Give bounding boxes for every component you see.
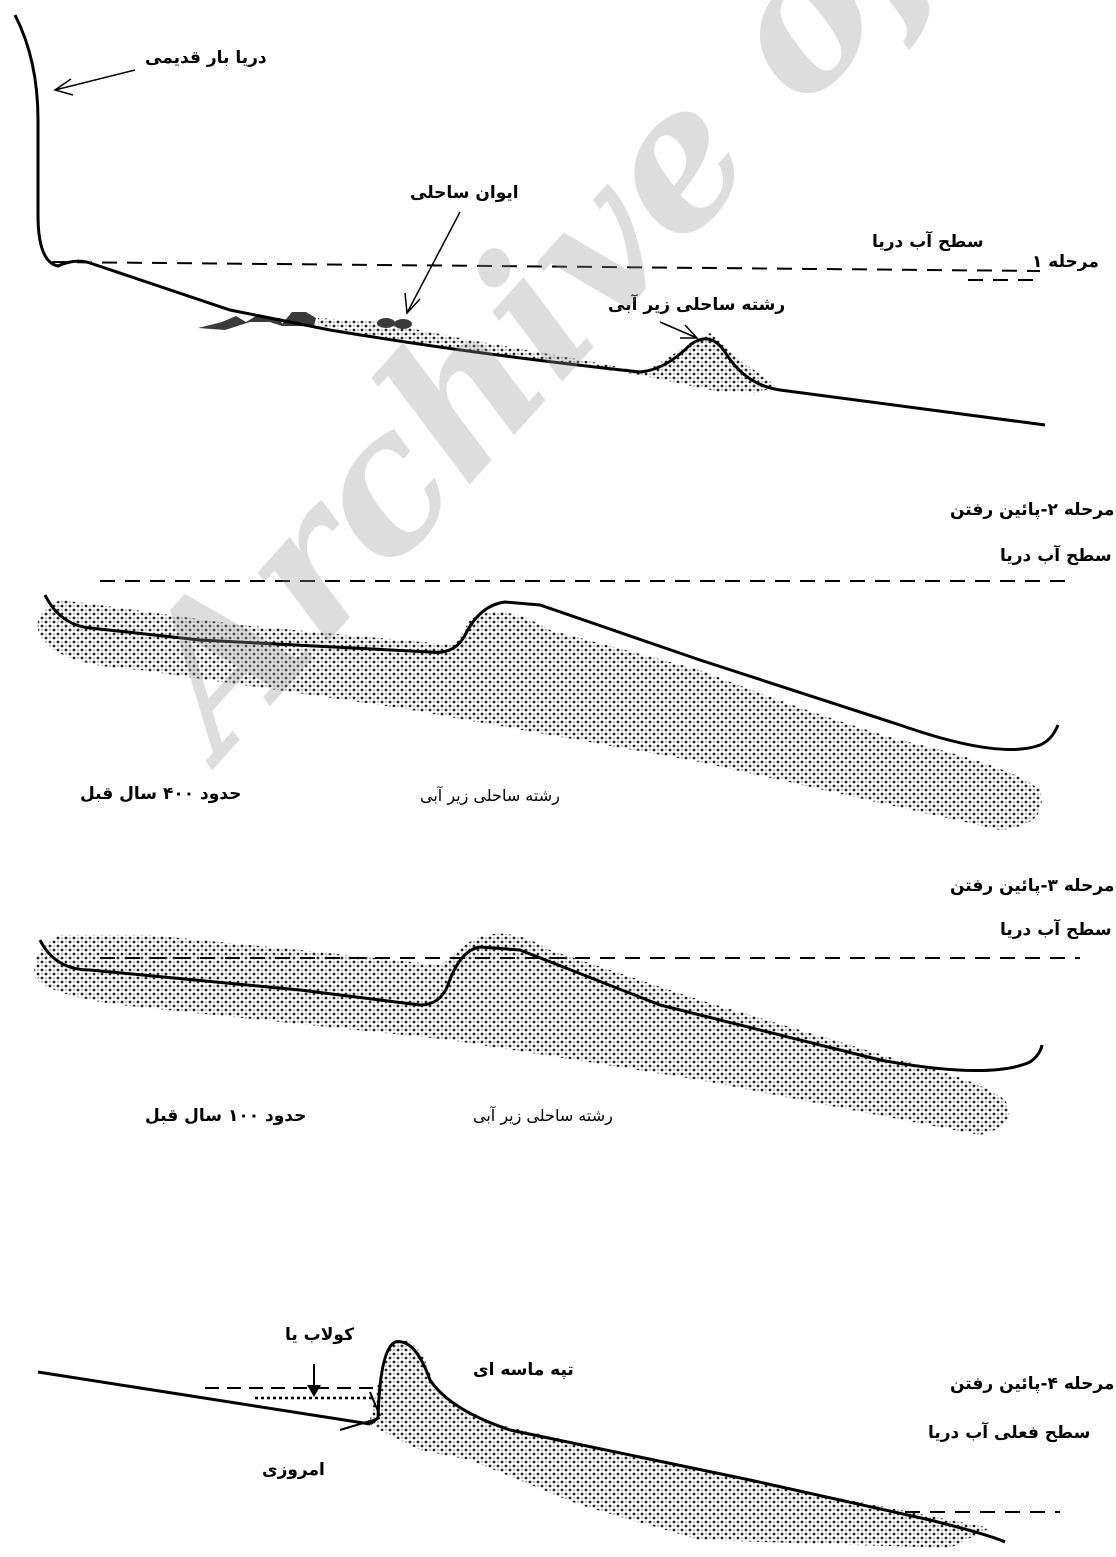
stage3-diagram [34,934,1080,1135]
stage2-submarine-bar-label: رشته ساحلی زیر آبی [420,786,560,805]
stage4-today-label: امروزی [262,1460,325,1480]
stage1-terrace-arrow [407,212,460,313]
stage1-submarine-bar-label: رشته ساحلی زیر آبی [608,295,785,315]
stage3-sediment [34,934,1009,1135]
stage4-dune-label: تپه ماسه ای [473,1360,574,1380]
stage4-sediment [370,1340,990,1548]
stage4-stage-label: مرحله ۴-پائین رفتن [950,1374,1114,1394]
stage1-coastal-terrace-label: ایوان ساحلی [410,183,519,203]
stage3-submarine-bar-label: رشته ساحلی زیر آبی [473,1106,613,1125]
stage4-profile [38,1372,370,1424]
stage4-sea-level-label: سطح فعلی آب دریا [928,1423,1090,1443]
stage1-bar-arrow [660,322,697,338]
stage2-sea-level-label: سطح آب دریا [1000,546,1112,566]
stage1-profile [15,15,1045,425]
stage1-old-shoreline-arrow [55,70,135,90]
stage1-sea-level-line [52,262,1040,271]
stage1-old-shoreline-label: دریا بار قدیمی [145,48,267,68]
stage1-stage-label: مرحله ۱ [1032,252,1099,272]
stage3-age-label: حدود ۱۰۰ سال قبل [145,1106,306,1126]
stage4-lagoon-label: کولاب یا [285,1325,354,1345]
stage1-sediment [318,318,775,393]
stage1-diagram [15,15,1045,425]
stage3-stage-label: مرحله ۳-پائین رفتن [950,876,1114,896]
stage3-sea-level-label: سطح آب دریا [1000,920,1112,940]
stage1-sea-level-label: سطح آب دریا [872,232,984,252]
stage2-age-label: حدود ۴۰۰ سال قبل [80,784,241,804]
stage2-stage-label: مرحله ۲-پائین رفتن [950,500,1114,520]
